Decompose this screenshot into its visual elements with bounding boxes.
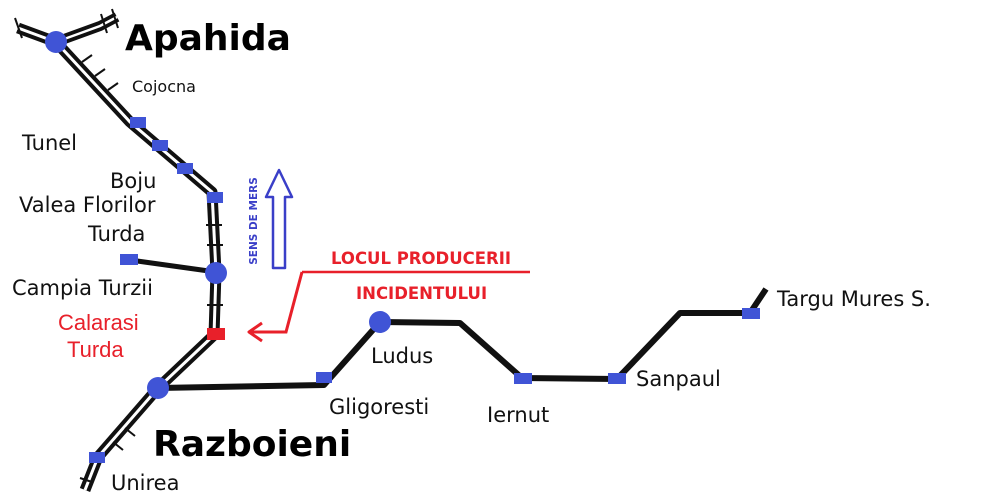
- station-marker-targu-mures-s: [742, 308, 760, 319]
- label-gligoresti: Gligoresti: [329, 395, 429, 419]
- arrow-up-outline-icon: [264, 168, 294, 270]
- label-targu-mures-s: Targu Mures S.: [776, 287, 931, 311]
- station-marker-turda: [207, 192, 223, 203]
- direction-indicator: SENS DE MERS: [248, 168, 294, 270]
- station-marker-ludus: [369, 311, 391, 333]
- station-marker-iernut: [514, 373, 532, 384]
- label-cojocna: Cojocna: [132, 77, 196, 96]
- label-valea-florilor: Valea Florilor: [19, 193, 156, 217]
- station-marker-boju: [152, 140, 168, 151]
- incident-callout: LOCUL PRODUCERII INCIDENTULUI: [247, 249, 530, 343]
- label-sanpaul: Sanpaul: [636, 367, 721, 391]
- station-marker-calarasi-turda: [207, 328, 225, 340]
- label-ludus: Ludus: [371, 344, 433, 368]
- station-marker-unirea: [89, 452, 105, 463]
- label-campia-turzii: Campia Turzii: [12, 276, 153, 300]
- label-unirea: Unirea: [111, 471, 179, 495]
- arrow-left-red-head: [247, 321, 263, 343]
- label-apahida: Apahida: [125, 18, 291, 59]
- direction-label: SENS DE MERS: [248, 177, 260, 265]
- label-boju: Boju: [110, 169, 156, 193]
- station-marker-valea-florilor: [177, 163, 193, 174]
- label-calarasi: Calarasi: [58, 310, 139, 335]
- station-labels: Apahida Razboieni Cojocna Tunel Boju Val…: [12, 18, 931, 495]
- station-marker-razboieni: [147, 377, 169, 399]
- label-iernut: Iernut: [487, 403, 549, 427]
- incident-label-line1: LOCUL PRODUCERII: [331, 249, 511, 268]
- label-turda: Turda: [87, 222, 145, 246]
- station-marker-campia-branch: [120, 254, 138, 265]
- arrow-left-red-icon: [250, 271, 304, 334]
- station-marker-gligoresti: [316, 372, 332, 383]
- station-marker-tunel: [130, 117, 146, 128]
- label-tunel: Tunel: [21, 131, 77, 155]
- station-marker-apahida: [45, 31, 67, 53]
- label-turda-red: Turda: [67, 337, 124, 362]
- station-markers: [45, 31, 760, 463]
- station-marker-campia-turzii: [205, 262, 227, 284]
- station-marker-sanpaul: [608, 373, 626, 384]
- campia-turzii-branch: [129, 257, 217, 275]
- incident-label-line2: INCIDENTULUI: [356, 284, 487, 303]
- label-razboieni: Razboieni: [153, 424, 351, 465]
